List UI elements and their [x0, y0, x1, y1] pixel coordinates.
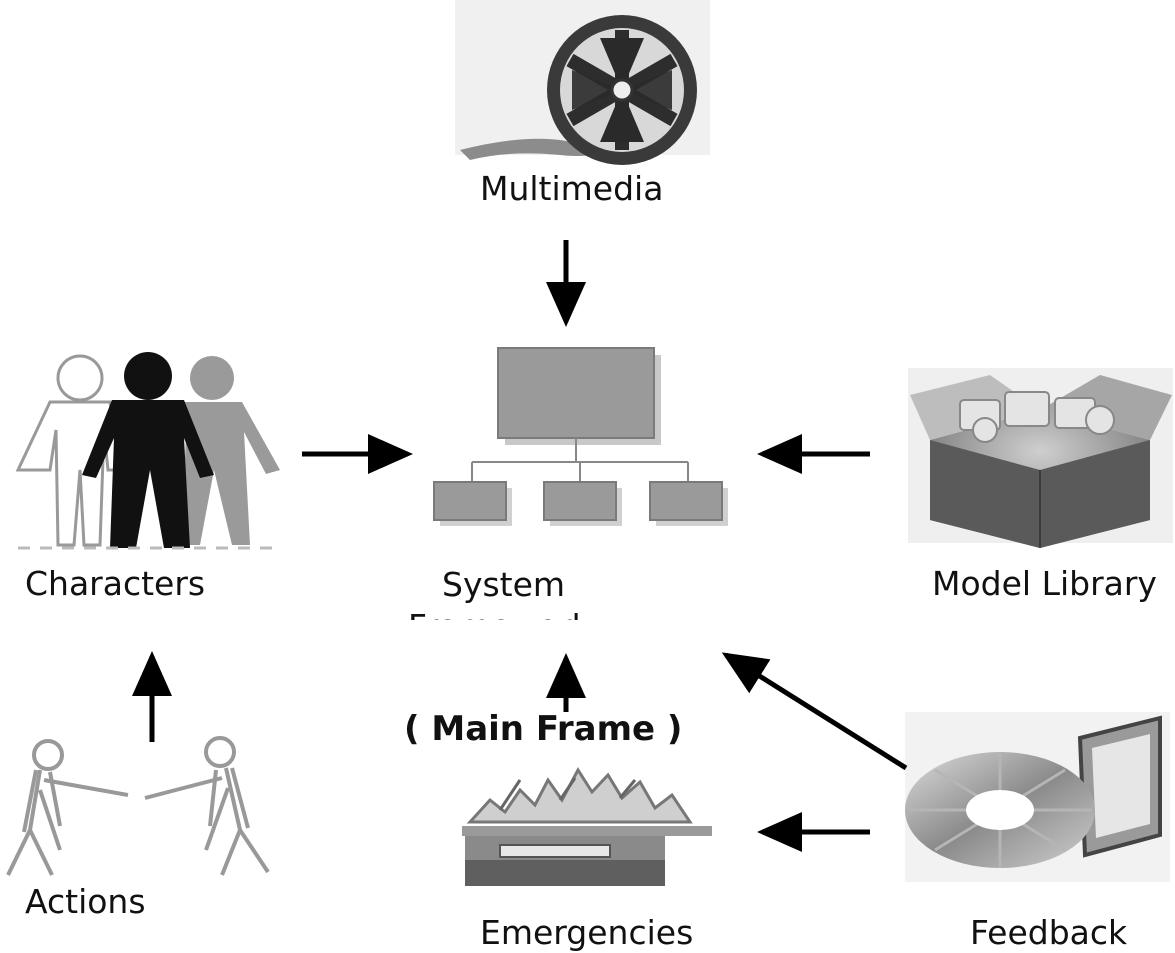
- cd-disc-icon: [905, 712, 1170, 882]
- model-library-label: Model Library: [932, 564, 1157, 603]
- open-box-icon: [908, 368, 1173, 548]
- fire-device-icon: [462, 767, 712, 886]
- stick-figures-icon: [6, 736, 270, 876]
- people-group-icon: [15, 352, 280, 550]
- system-label-line1: System: [442, 565, 565, 604]
- emergencies-label: Emergencies: [480, 913, 693, 952]
- system-sublabel: ( Main Frame ): [404, 709, 682, 749]
- arrow-feedback-to-system: [721, 652, 908, 771]
- multimedia-label: Multimedia: [480, 169, 663, 208]
- feedback-label: Feedback: [970, 913, 1128, 952]
- system-label-line2-clip: Framework: [408, 607, 592, 646]
- org-chart-icon: [433, 347, 728, 526]
- film-reel-icon: [455, 0, 710, 165]
- system-label-line2: Framework: [408, 607, 592, 646]
- actions-label: Actions: [25, 882, 146, 921]
- characters-label: Characters: [25, 564, 205, 603]
